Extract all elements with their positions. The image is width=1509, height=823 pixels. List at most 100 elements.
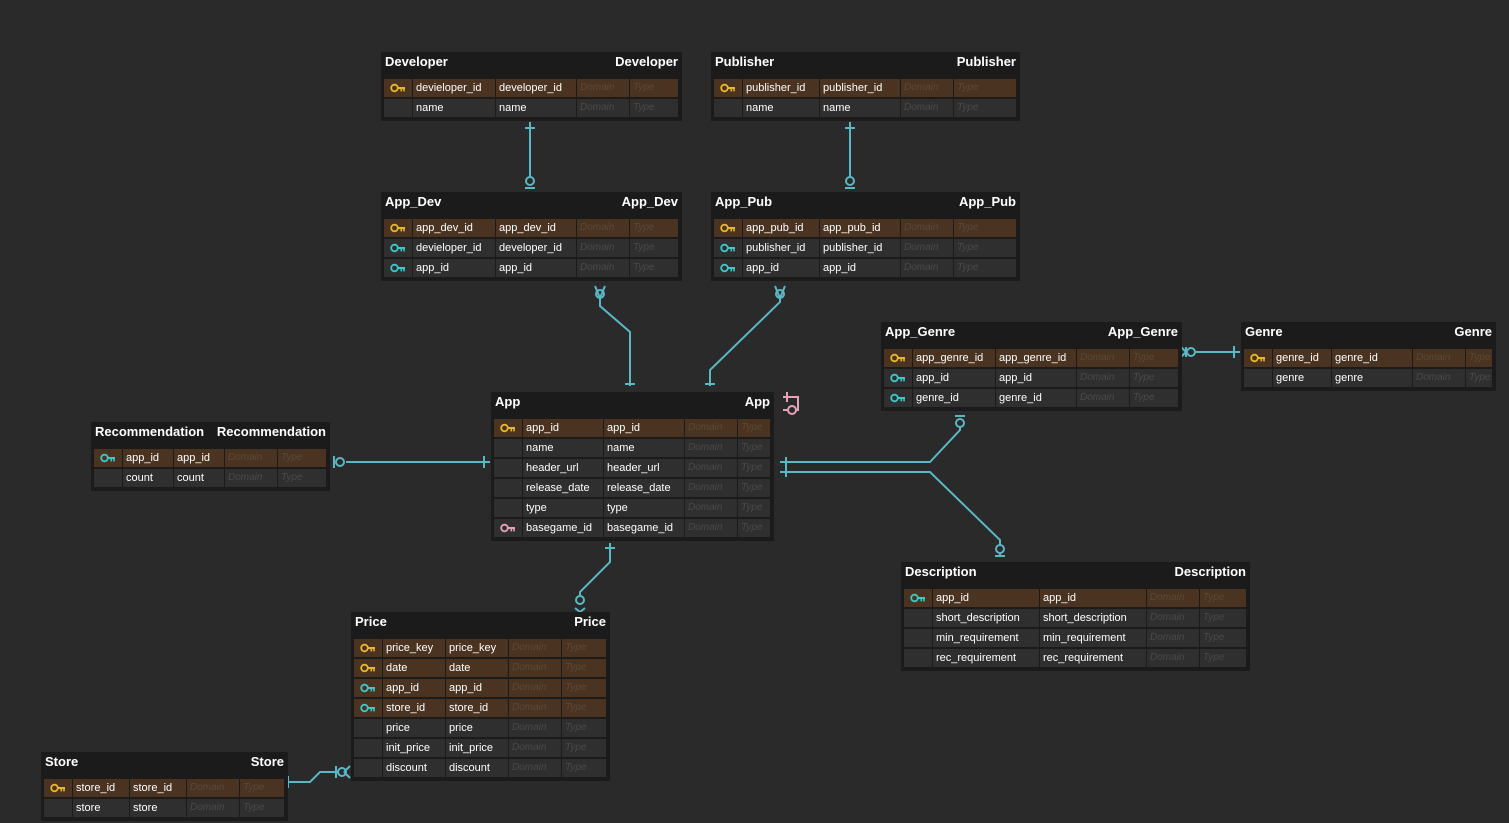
column-domain: Domain [577,259,629,277]
rel-app-app-genre[interactable] [780,425,961,463]
many-marker [594,285,601,299]
foreign-key-icon [910,593,926,603]
column-domain: Domain [1147,649,1199,667]
key-cell [1244,369,1272,387]
primary-key-icon [1250,353,1266,363]
column-name: min_requirement [933,629,1039,647]
column-domain: Domain [577,239,629,257]
rel-app-price[interactable] [579,543,611,605]
column-domain: Domain [509,699,561,717]
column-type: Type [562,639,606,657]
key-cell [384,79,412,97]
rel-app-description[interactable] [780,471,1001,555]
column-alias: price_key [446,639,508,657]
column-alias: name [820,99,900,117]
column-type: Type [630,99,678,117]
rel-store-price[interactable] [283,771,338,783]
key-cell [354,719,382,737]
column-alias: release_date [604,479,684,497]
column-domain: Domain [187,779,239,797]
many-marker [343,765,351,773]
column-domain: Domain [685,479,737,497]
column-alias: publisher_id [820,79,900,97]
column-type: Type [954,239,1016,257]
rel-app-self[interactable] [783,396,799,411]
rel-app-app-dev[interactable] [599,298,631,386]
primary-key-icon [720,223,736,233]
key-cell [354,739,382,757]
column-type: Type [1130,349,1178,367]
key-cell [904,589,932,607]
zero-marker [775,289,785,299]
key-cell [354,639,382,657]
rel-app-app-pub[interactable] [709,298,781,386]
column-type: Type [1130,369,1178,387]
key-cell [354,659,382,677]
column-domain: Domain [509,679,561,697]
foreign-key-icon [890,373,906,383]
entity-alias: App [744,394,770,409]
column-alias: store [130,799,186,817]
column-domain: Domain [1077,389,1129,407]
